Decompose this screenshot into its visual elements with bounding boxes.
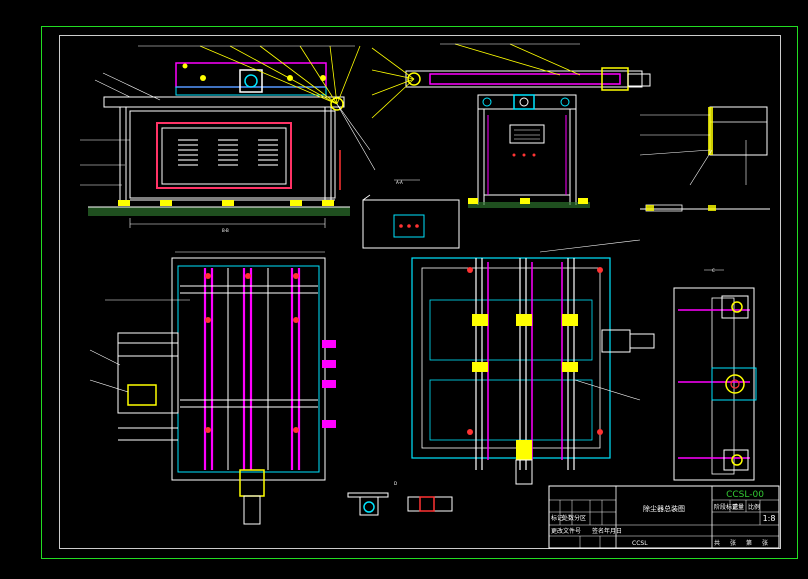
title-block-unit: CCSL	[632, 540, 648, 547]
drawing-frame	[59, 35, 781, 549]
plan-view-left	[89, 251, 336, 525]
title-block-head-cell: 更改文件号	[551, 527, 581, 535]
title-block-footer-cell: 第	[746, 539, 752, 547]
side-elevation-view	[371, 43, 651, 208]
title-block-head-cell: 标记	[551, 514, 563, 522]
front-elevation-view	[80, 45, 376, 228]
ground-hatch	[88, 207, 350, 216]
title-block-head-cell: 签名	[592, 527, 604, 535]
view-label: D	[394, 481, 397, 486]
title-block: CCSL-00 1:8 除尘器总装图 CCSL 标记 处数 分区 更改文件号 签…	[548, 485, 780, 549]
title-block-meta-cell: 比例	[748, 503, 760, 511]
title-block-footer-cell: 张	[762, 539, 768, 547]
section-detail-b	[362, 179, 460, 249]
title-block-footer-cell: 共	[714, 539, 720, 547]
title-block-drawing-number: CCSL-00	[726, 490, 764, 500]
title-block-head-cell: 年月日	[604, 527, 622, 535]
title-block-meta-cell: 重量	[732, 503, 744, 511]
view-label: B-B	[222, 228, 229, 233]
title-block-scale: 1:8	[763, 514, 776, 523]
bottom-small-details	[347, 492, 453, 516]
view-label: A-A	[396, 180, 403, 185]
sheet-border	[41, 26, 798, 559]
title-block-meta-cell: 阶段标记	[714, 503, 738, 511]
title-block-footer-cell: 张	[730, 539, 736, 547]
plan-view-center	[411, 239, 655, 485]
side-section-right	[673, 269, 757, 481]
title-block-title: 除尘器总装图	[643, 504, 685, 513]
title-block-head-cell: 处数	[562, 514, 574, 522]
title-block-head-cell: 分区	[574, 514, 586, 522]
view-label: C	[712, 268, 715, 273]
right-detail-view	[639, 106, 770, 212]
